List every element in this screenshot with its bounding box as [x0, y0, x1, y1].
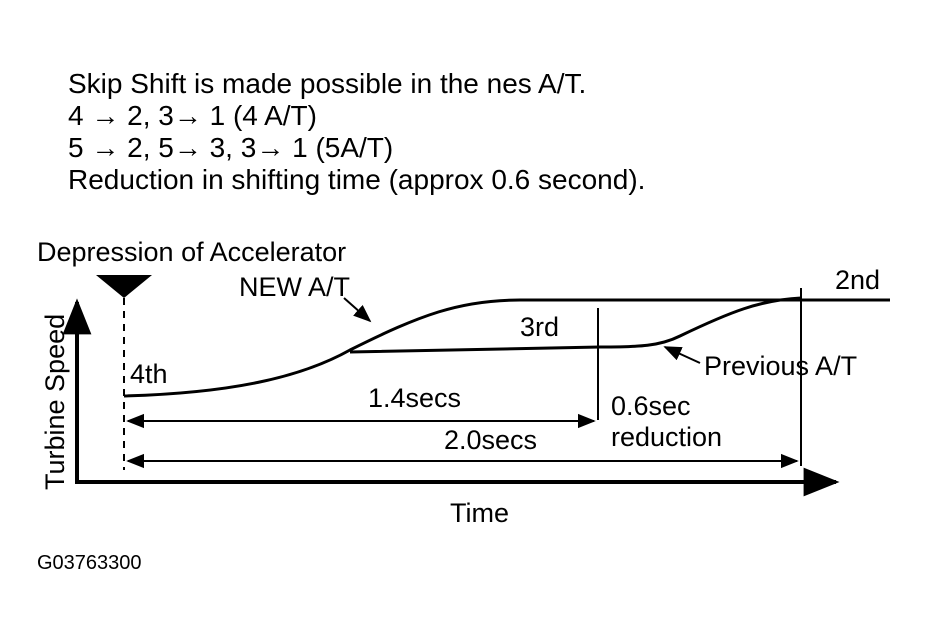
- y-axis-label: Turbine Speed: [40, 314, 70, 490]
- new-at-label: NEW A/T: [239, 272, 350, 302]
- gear-start-label: 4th: [130, 359, 168, 389]
- previous-at-pointer: [663, 346, 701, 364]
- event-label: Depression of Accelerator: [37, 237, 346, 267]
- intro-line-1: Skip Shift is made possible in the nes A…: [68, 68, 587, 99]
- accelerator-marker: [96, 275, 152, 298]
- intro-line-3: 5 → 2, 5→ 3, 3→ 1 (5A/T): [68, 132, 394, 163]
- curve-previous-at: [349, 296, 802, 354]
- gear-mid-label: 3rd: [520, 312, 559, 342]
- intro-text: Skip Shift is made possible in the nes A…: [68, 68, 645, 196]
- previous-at-label: Previous A/T: [704, 351, 857, 381]
- curve-new-at: [123, 298, 890, 398]
- reduction-word-label: reduction: [611, 422, 722, 452]
- x-axis-label: Time: [450, 498, 509, 528]
- intro-line-2: 4 → 2, 3→ 1 (4 A/T): [68, 100, 317, 131]
- reduction-value-label: 0.6sec: [611, 391, 691, 421]
- gear-end-label: 2nd: [835, 265, 880, 295]
- new-at-pointer: [343, 297, 372, 323]
- previous-duration-label: 2.0secs: [444, 425, 537, 455]
- figure-id: G03763300: [37, 552, 142, 574]
- intro-line-4: Reduction in shifting time (approx 0.6 s…: [68, 164, 646, 195]
- new-duration-label: 1.4secs: [368, 383, 461, 413]
